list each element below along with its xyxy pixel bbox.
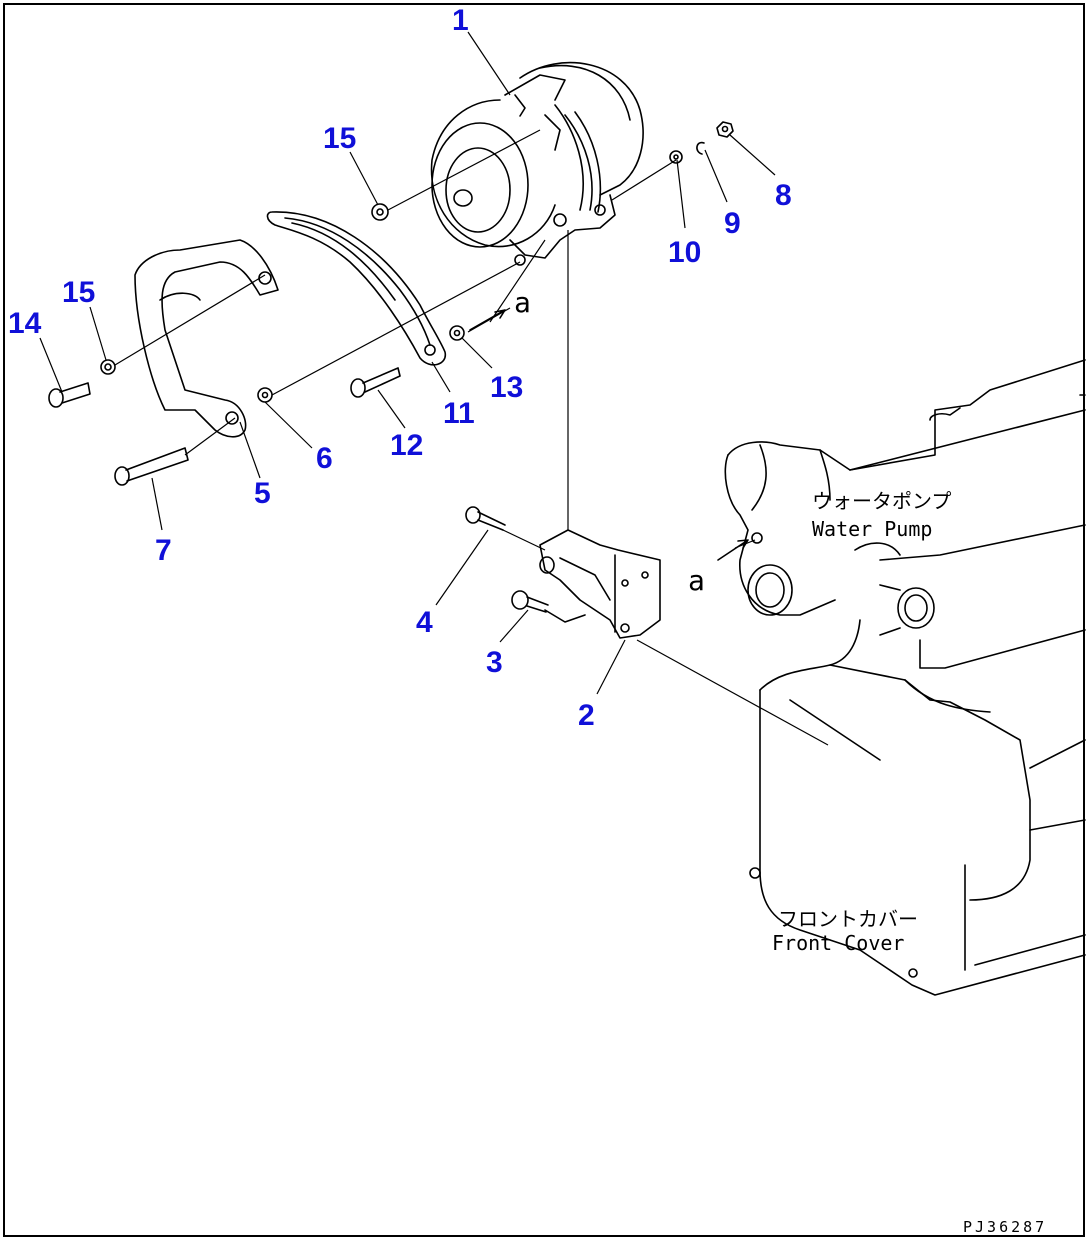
nut-part-15-upper (371, 203, 389, 221)
bolt-part-3 (511, 590, 549, 613)
front-cover-label-jp: フロントカバー (778, 907, 918, 931)
nut-part-15-lower (100, 359, 116, 375)
assembly-lines (114, 129, 829, 746)
adjust-arm-part-11 (266, 211, 446, 366)
drawing-frame (3, 3, 1085, 1237)
bolt-part-4 (465, 506, 506, 531)
bolt-part-7 (114, 447, 189, 486)
water-pump-label-en: Water Pump (812, 517, 932, 541)
callout-5: 5 (254, 477, 271, 510)
reference-letter-a-upper: a (514, 286, 531, 319)
washer-part-6 (257, 387, 273, 403)
bracket-part-5 (134, 239, 279, 438)
mount-bracket-part-2 (539, 529, 661, 639)
callout-4: 4 (416, 606, 433, 639)
leader-lines (39, 31, 776, 695)
callout-6: 6 (316, 442, 333, 475)
callout-15-upper: 15 (323, 122, 356, 155)
callout-15-lower: 15 (62, 276, 95, 309)
bolt-part-14 (48, 382, 91, 408)
compressor-part-1 (430, 61, 644, 266)
water-pump-label-jp: ウォータポンプ (812, 489, 951, 513)
callout-12: 12 (390, 429, 423, 462)
callout-2: 2 (578, 699, 595, 732)
callout-13: 13 (490, 371, 523, 404)
washer-part-10 (669, 150, 683, 164)
callout-1: 1 (452, 4, 469, 37)
front-cover-label-en: Front Cover (772, 931, 904, 955)
callout-8: 8 (775, 179, 792, 212)
callout-11: 11 (443, 397, 475, 430)
washer-part-9 (696, 141, 705, 155)
nut-part-13 (449, 325, 465, 341)
bolt-part-12 (350, 367, 401, 398)
reference-arrow-a-upper (469, 309, 506, 331)
callout-7: 7 (155, 534, 172, 567)
callout-3: 3 (486, 646, 503, 679)
reference-arrow-a-lower (717, 539, 749, 561)
drawing-code: PJ36287 (963, 1218, 1047, 1236)
callout-14: 14 (8, 307, 42, 340)
nut-part-8 (716, 121, 734, 138)
callout-9: 9 (724, 207, 741, 240)
engine-outline (724, 359, 1086, 996)
reference-letter-a-lower: a (688, 564, 705, 597)
callout-10: 10 (668, 236, 701, 269)
